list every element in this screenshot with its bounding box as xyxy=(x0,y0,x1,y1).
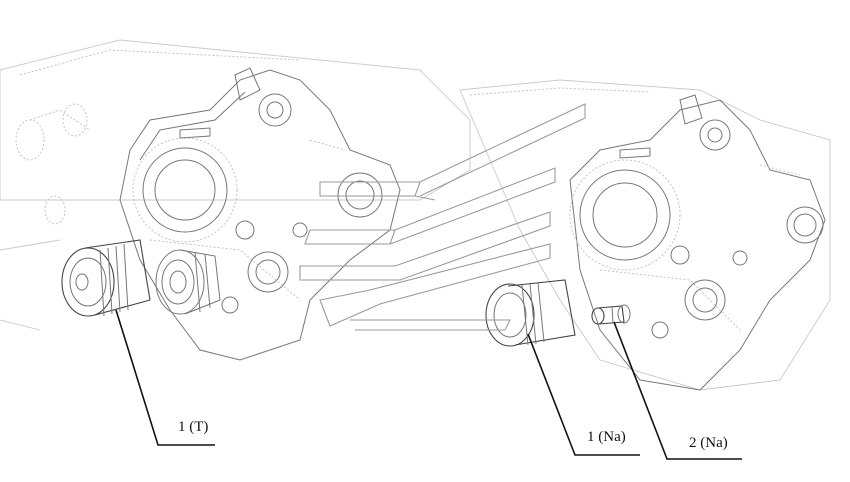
leader-fitting-right xyxy=(613,321,742,460)
right-engine-housing xyxy=(459,79,831,391)
leader-lines xyxy=(115,309,742,460)
callout-label-filter-right: 1 (Na) xyxy=(587,429,626,445)
left-oil-filter xyxy=(61,239,151,317)
right-fitting xyxy=(591,304,631,325)
left-filter-adapter xyxy=(155,249,221,315)
leader-filter-right xyxy=(527,333,640,456)
callout-label-filter-left: 1 (T) xyxy=(178,419,209,435)
leader-filter-left xyxy=(115,309,215,446)
watermark-logo xyxy=(299,103,586,331)
right-oil-filter xyxy=(485,279,576,347)
left-engine-housing xyxy=(0,39,471,361)
callout-label-fitting-right: 2 (Na) xyxy=(689,435,728,451)
